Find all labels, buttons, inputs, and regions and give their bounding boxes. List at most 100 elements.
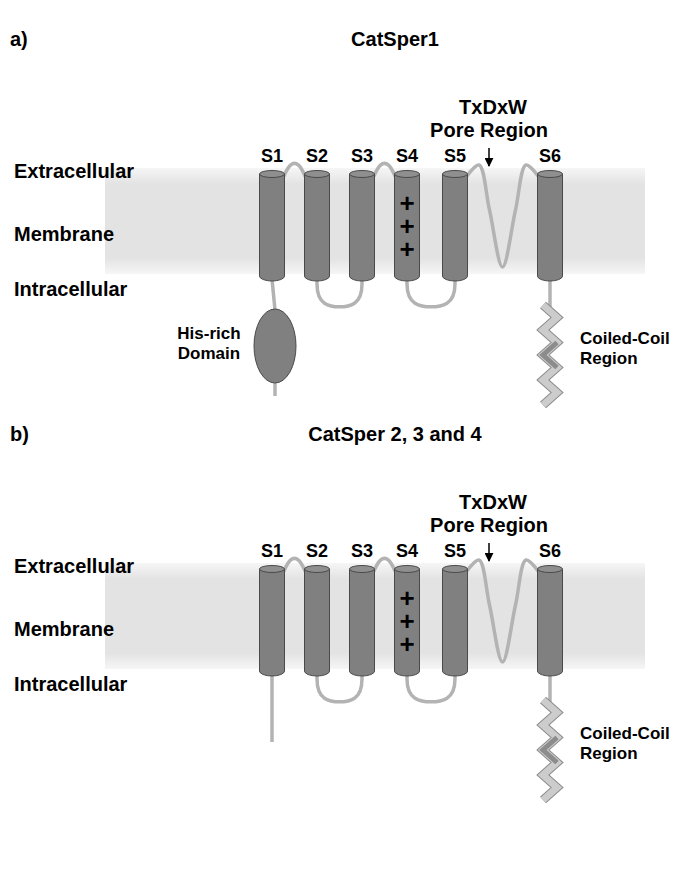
helix-body [395, 174, 420, 281]
charge-sign: + [399, 610, 414, 633]
loop-connector [374, 164, 395, 176]
shape-outline [304, 565, 330, 677]
his-rich-domain: His-rich Domain [253, 308, 297, 384]
shape-outline [304, 170, 330, 282]
charge-stack: +++ [394, 565, 420, 677]
helix-body [538, 174, 563, 281]
region-label: Membrane [14, 223, 184, 246]
helix-segment: S1 [259, 170, 285, 282]
shape-outline [442, 170, 468, 282]
helix-body [260, 569, 285, 676]
helix-body [538, 569, 563, 676]
panel-title: CatSper 2, 3 and 4 [245, 423, 545, 446]
helix-segment: S5 [442, 170, 468, 282]
segment-label: S1 [261, 541, 283, 562]
helix-cap [350, 566, 375, 573]
coiled-coil: Coiled-Coil Region [538, 700, 562, 800]
coil-ribbon [543, 700, 557, 800]
helix-segment: S3 [349, 170, 375, 282]
helix-cap [395, 566, 420, 573]
helix-segment: S3 [349, 565, 375, 677]
shape-outline [538, 700, 562, 800]
segment-label: S5 [444, 146, 466, 167]
loop-connector [374, 559, 395, 571]
shape-outline [349, 170, 375, 282]
helix-segment: S6 [537, 170, 563, 282]
shape-outline [537, 565, 563, 677]
helix-cap [260, 566, 285, 573]
shape-outline [253, 308, 297, 384]
segment-label: S4 [396, 541, 418, 562]
panel-letter: b) [10, 423, 70, 446]
segment-label: S3 [351, 541, 373, 562]
helix-cap [443, 566, 468, 573]
helix-cap [538, 566, 563, 573]
loop-connector [407, 279, 455, 307]
helix-segment: S2 [304, 170, 330, 282]
segment-label: S6 [539, 146, 561, 167]
shape-outline [259, 565, 285, 677]
helix-cap [305, 171, 330, 178]
helix-cap [538, 171, 563, 178]
loop-connector [284, 164, 305, 176]
helix-body [395, 569, 420, 676]
helix-segment: S4+++ [394, 565, 420, 677]
helix-body [260, 174, 285, 281]
helix-segment: S5 [442, 565, 468, 677]
segment-label: S5 [444, 541, 466, 562]
region-label: Intracellular [14, 278, 184, 301]
helix-body [443, 569, 468, 676]
loop-connector [548, 279, 552, 307]
domain-label: His-rich Domain [167, 324, 251, 363]
loop-connector [272, 279, 275, 310]
shape-outline [537, 170, 563, 282]
charge-sign: + [399, 633, 414, 656]
helix-cap [305, 566, 330, 573]
pore-arrow [488, 543, 490, 561]
charge-sign: + [399, 238, 414, 261]
charge-sign: + [399, 215, 414, 238]
charge-sign: + [399, 192, 414, 215]
domain-ellipse [254, 309, 296, 383]
coil-outline [543, 305, 557, 405]
region-label: Extracellular [14, 555, 184, 578]
pore-label: TxDxW Pore Region [428, 96, 550, 142]
helix-cap [350, 171, 375, 178]
coiled-coil: Coiled-Coil Region [538, 305, 562, 405]
pore-arrow [488, 148, 490, 166]
helix-cap [443, 171, 468, 178]
region-label: Intracellular [14, 673, 184, 696]
loop-connector [548, 674, 552, 702]
segment-label: S6 [539, 541, 561, 562]
helix-cap [260, 171, 285, 178]
n-terminal-tail [273, 383, 277, 396]
segment-label: S2 [306, 541, 328, 562]
helix-segment: S2 [304, 565, 330, 677]
panel-title: CatSper1 [275, 28, 515, 51]
region-label: Membrane [14, 618, 184, 641]
segment-label: S3 [351, 146, 373, 167]
loop-connector [284, 559, 305, 571]
segment-label: S4 [396, 146, 418, 167]
charge-stack: +++ [394, 170, 420, 282]
helix-segment: S6 [537, 565, 563, 677]
helix-body [305, 569, 330, 676]
shape-outline [442, 565, 468, 677]
loop-connector [317, 279, 362, 307]
helix-segment: S4+++ [394, 170, 420, 282]
shape-outline [538, 305, 562, 405]
coil-band [543, 343, 557, 368]
coil-ribbon [543, 305, 557, 405]
shape-outline [259, 170, 285, 282]
segment-label: S2 [306, 146, 328, 167]
charge-sign: + [399, 587, 414, 610]
coil-outline [543, 700, 557, 800]
domain-label: Coiled-Coil Region [580, 724, 680, 763]
pore-label: TxDxW Pore Region [428, 491, 550, 537]
helix-body [350, 569, 375, 676]
region-label: Extracellular [14, 160, 184, 183]
panel-letter: a) [10, 28, 70, 51]
shape-outline [349, 565, 375, 677]
helix-body [443, 174, 468, 281]
